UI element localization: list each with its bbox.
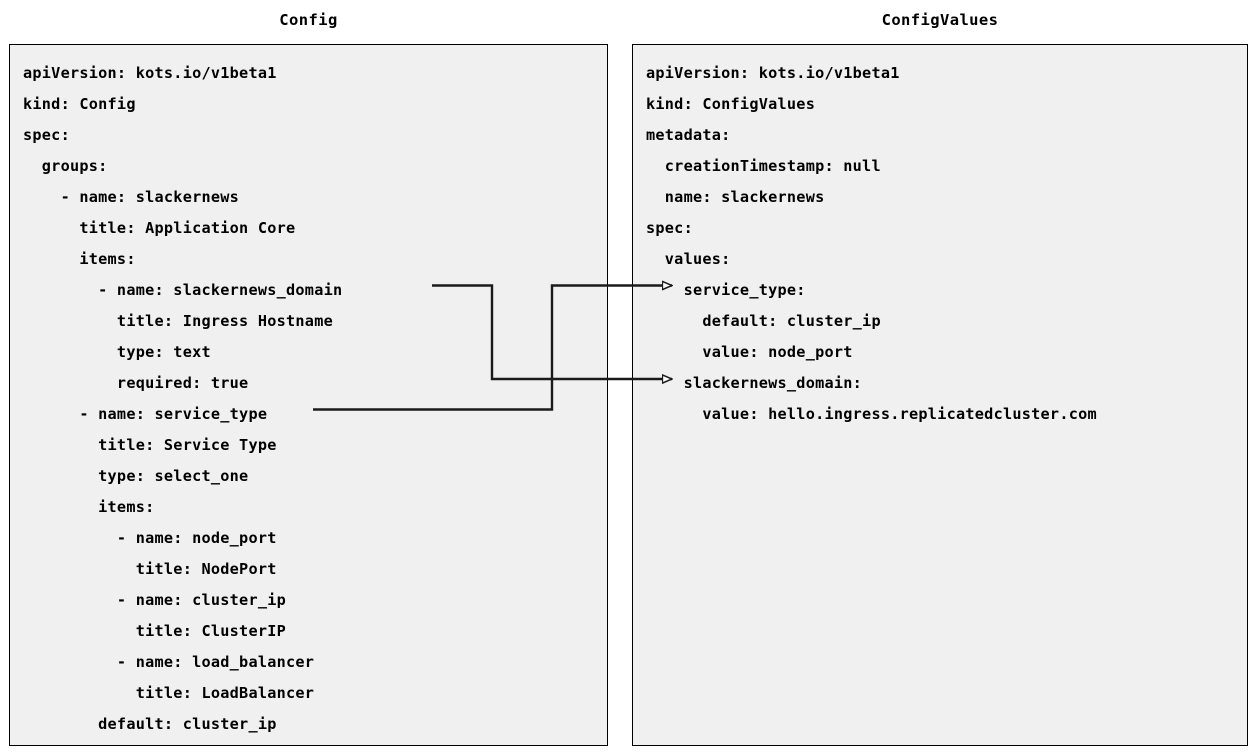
- config-line-13: type: select_one: [23, 467, 249, 485]
- config-line-8: title: Ingress Hostname: [23, 312, 333, 330]
- config-yaml-body: apiVersion: kots.io/v1beta1 kind: Config s…: [10, 45, 342, 740]
- config-line-5: title: Application Core: [23, 219, 296, 237]
- config-line-7: - name: slackernews_domain: [23, 281, 343, 299]
- configvalues-line-11: value: hello.ingress.replicatedcluster.c…: [646, 405, 1097, 423]
- configvalues-line-4: name: slackernews: [646, 188, 825, 206]
- config-line-20: title: LoadBalancer: [23, 684, 315, 702]
- config-line-16: title: NodePort: [23, 560, 277, 578]
- config-line-15: - name: node_port: [23, 529, 277, 547]
- config-line-4: - name: slackernews: [23, 188, 240, 206]
- configvalues-line-9: value: node_port: [646, 343, 853, 361]
- configvalues-line-2: metadata:: [646, 126, 731, 144]
- config-line-18: title: ClusterIP: [23, 622, 287, 640]
- config-line-11: - name: service_type: [23, 405, 268, 423]
- page-title-configvalues: ConfigValues: [881, 11, 999, 29]
- configvalues-line-6: values:: [646, 250, 731, 268]
- config-line-19: - name: load_balancer: [23, 653, 315, 671]
- configvalues-line-3: creationTimestamp: null: [646, 157, 881, 175]
- config-yaml-panel: apiVersion: kots.io/v1beta1 kind: Config s…: [9, 44, 608, 746]
- config-line-21: default: cluster_ip: [23, 715, 277, 733]
- config-line-0: apiVersion: kots.io/v1beta1: [23, 64, 277, 82]
- config-line-6: items:: [23, 250, 136, 268]
- configvalues-line-0: apiVersion: kots.io/v1beta1: [646, 64, 900, 82]
- configvalues-line-5: spec:: [646, 219, 693, 237]
- configvalues-line-1: kind: ConfigValues: [646, 95, 816, 113]
- configvalues-yaml-body: apiVersion: kots.io/v1beta1 kind: ConfigV…: [633, 45, 1097, 430]
- configvalues-line-7: service_type:: [646, 281, 806, 299]
- config-line-17: - name: cluster_ip: [23, 591, 287, 609]
- config-line-10: required: true: [23, 374, 249, 392]
- configvalues-line-8: default: cluster_ip: [646, 312, 881, 330]
- configvalues-line-10: slackernews_domain:: [646, 374, 863, 392]
- config-line-9: type: text: [23, 343, 211, 361]
- config-line-12: title: Service Type: [23, 436, 277, 454]
- config-line-2: spec:: [23, 126, 70, 144]
- configvalues-yaml-panel: apiVersion: kots.io/v1beta1 kind: ConfigV…: [632, 44, 1248, 746]
- config-line-3: groups:: [23, 157, 108, 175]
- page-title-config: Config: [279, 11, 338, 29]
- config-line-14: items:: [23, 498, 155, 516]
- config-line-1: kind: Config: [23, 95, 136, 113]
